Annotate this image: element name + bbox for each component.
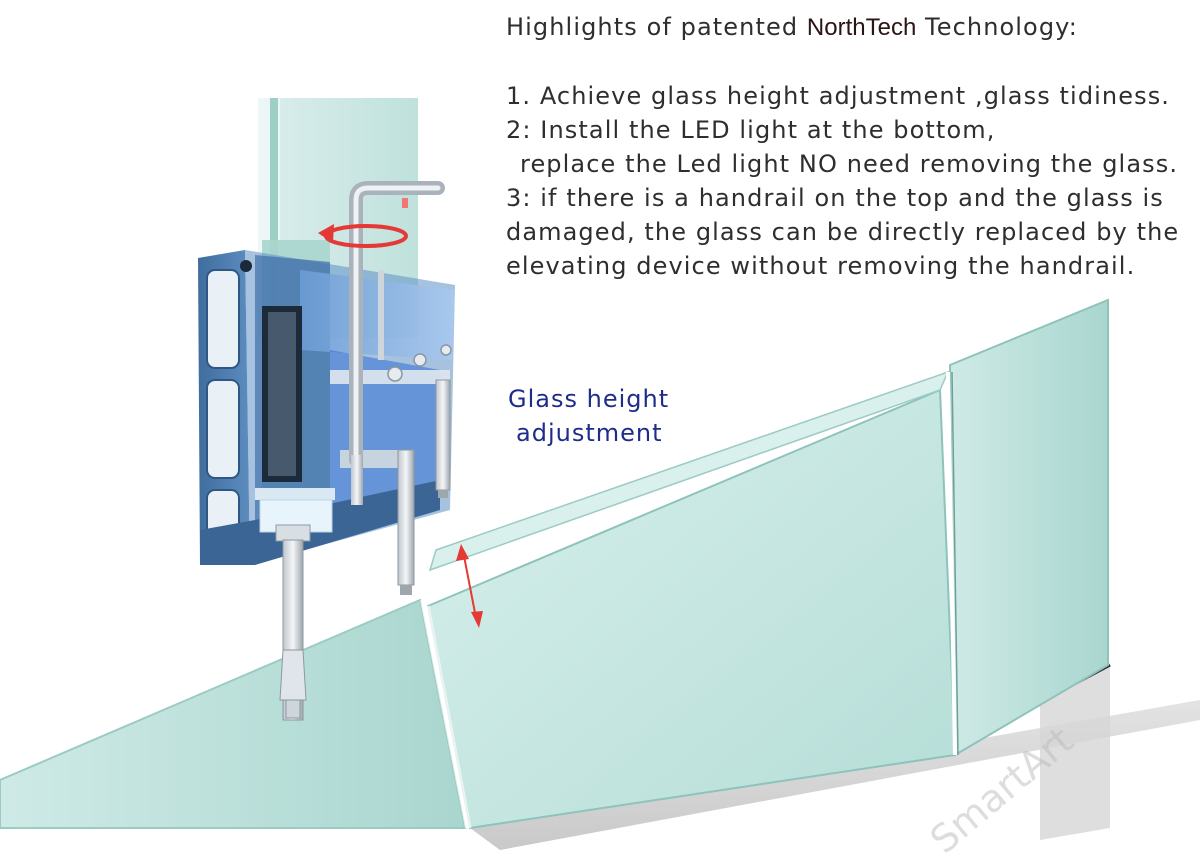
aluminium-profile-section	[198, 98, 455, 565]
allen-key	[349, 181, 445, 505]
highlight-line-6: elevating device without removing the ha…	[506, 252, 1136, 280]
title-suffix: Technology:	[916, 13, 1078, 41]
highlights-title: Highlights of patented NorthTech Technol…	[506, 10, 1196, 45]
highlight-line-1: 1. Achieve glass height adjustment ,glas…	[506, 82, 1171, 110]
callout-line-2: adjustment	[516, 419, 663, 447]
callout-line-1: Glass height	[508, 385, 670, 413]
highlight-line-5: damaged, the glass can be directly repla…	[506, 218, 1180, 246]
height-adjustment-arrow-icon	[456, 544, 483, 628]
glass-height-callout: Glass height adjustment	[508, 382, 669, 450]
anchor-bolts	[275, 270, 451, 721]
highlight-line-3: replace the Led light NO need removing t…	[520, 150, 1179, 178]
highlight-line-4: 3: if there is a handrail on the top and…	[506, 184, 1164, 212]
glass-panel-middle	[426, 370, 957, 830]
highlight-line-2: 2: Install the LED light at the bottom,	[506, 116, 996, 144]
brand-name: NorthTech	[806, 14, 917, 41]
glass-panel-right	[946, 298, 1109, 757]
rotation-arrow-icon	[318, 224, 408, 248]
highlights-text-block: Highlights of patented NorthTech Technol…	[506, 10, 1196, 283]
title-prefix: Highlights of patented	[506, 13, 807, 41]
glass-panel-left	[0, 598, 475, 829]
